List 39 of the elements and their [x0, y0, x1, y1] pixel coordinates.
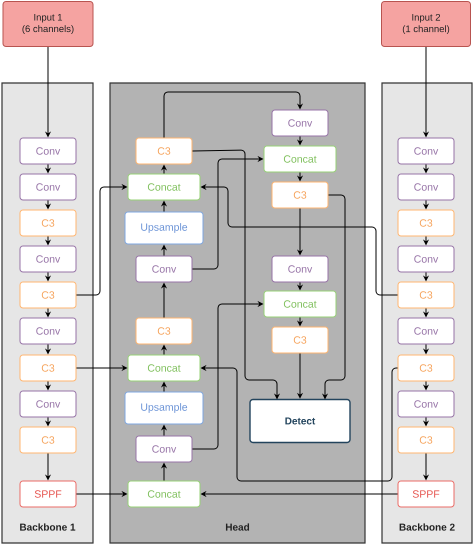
conv-block: Conv [20, 174, 76, 200]
c3-block: C3 [136, 318, 192, 344]
conv-block: Conv [398, 174, 454, 200]
conv-block: Conv [20, 390, 76, 418]
concat-block: Concat [128, 480, 200, 508]
concat-block: Concat [264, 290, 336, 318]
conv-block: Conv [20, 318, 76, 344]
arrow [164, 92, 304, 138]
c3-block: C3 [272, 326, 328, 354]
c3-block: C3 [272, 182, 328, 208]
conv-block: Conv [136, 436, 192, 462]
conv-block: Conv [398, 390, 454, 418]
c3-block: C3 [20, 282, 76, 308]
upsample-block: Upsample [124, 392, 204, 424]
c3-block: C3 [398, 282, 454, 308]
concat-block: Concat [264, 146, 336, 172]
conv-block: Conv [20, 246, 76, 272]
c3-block: C3 [136, 138, 192, 164]
c3-block: C3 [398, 210, 454, 236]
upsample-block: Upsample [124, 212, 204, 244]
conv-block: Conv [20, 138, 76, 164]
c3-block: C3 [398, 354, 454, 382]
conv-block: Conv [272, 110, 328, 136]
concat-block: Concat [128, 174, 200, 200]
c3-block: C3 [20, 210, 76, 236]
input-box: Input 2 (1 channel) [381, 1, 471, 47]
c3-block: C3 [398, 426, 454, 454]
input-box: Input 1 (6 channels) [2, 1, 94, 47]
conv-block: Conv [398, 138, 454, 164]
conv-block: Conv [398, 318, 454, 344]
c3-block: C3 [20, 354, 76, 382]
concat-block: Concat [128, 354, 200, 382]
conv-block: Conv [136, 256, 192, 282]
c3-block: C3 [20, 426, 76, 454]
sppf-block: SPPF [398, 480, 454, 508]
sppf-block: SPPF [20, 480, 76, 508]
conv-block: Conv [272, 256, 328, 282]
detect-block: Detect [249, 398, 351, 444]
conv-block: Conv [398, 246, 454, 272]
